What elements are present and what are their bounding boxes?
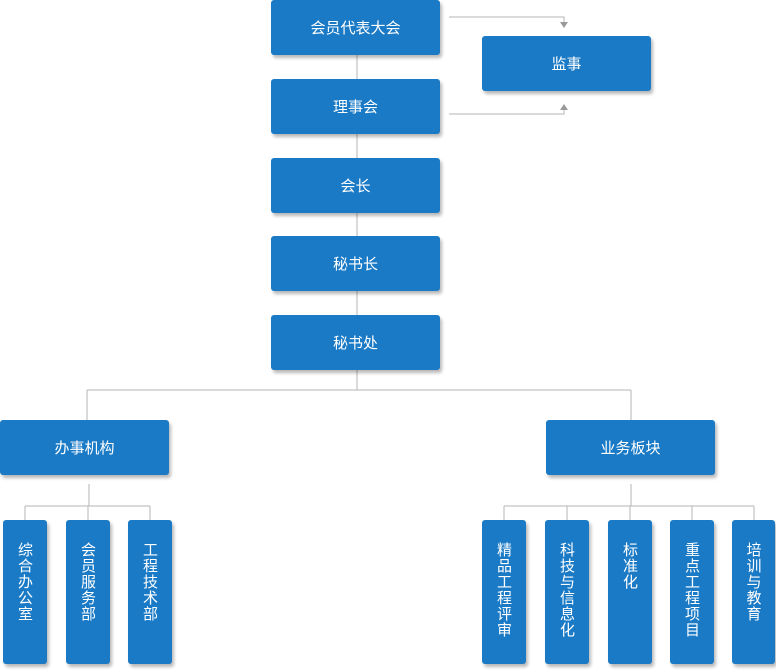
arrowhead-up-icon — [560, 104, 568, 110]
node-office-unit-label: 工程技术部 — [141, 542, 159, 622]
node-office-unit: 工程技术部 — [128, 520, 172, 664]
node-supervisor-label: 监事 — [551, 55, 582, 73]
node-congress: 会员代表大会 — [271, 0, 440, 55]
node-business-unit-label: 标准化 — [621, 542, 639, 590]
node-business-unit: 精品工程评审 — [482, 520, 526, 664]
node-office-unit: 综合办公室 — [3, 520, 47, 664]
node-office-unit-label: 会员服务部 — [79, 542, 97, 622]
node-business-branch-label: 业务板块 — [600, 439, 661, 457]
node-secretary-general-label: 秘书长 — [332, 255, 378, 273]
node-business-unit: 标准化 — [608, 520, 652, 664]
node-business-branch: 业务板块 — [546, 420, 715, 475]
node-business-unit-label: 重点工程项目 — [683, 542, 701, 638]
node-congress-label: 会员代表大会 — [310, 19, 401, 37]
node-secretary-general: 秘书长 — [271, 236, 440, 291]
node-business-unit: 培训与教育 — [732, 520, 775, 664]
node-president: 会长 — [271, 158, 440, 213]
node-business-unit: 科技与信息化 — [545, 520, 589, 664]
node-secretariat: 秘书处 — [271, 315, 440, 370]
node-office-unit-label: 综合办公室 — [16, 542, 34, 622]
node-office-unit: 会员服务部 — [66, 520, 110, 664]
arrowhead-down-icon — [560, 22, 568, 28]
node-business-unit: 重点工程项目 — [670, 520, 714, 664]
node-council-label: 理事会 — [332, 98, 378, 116]
node-business-unit-label: 科技与信息化 — [558, 542, 576, 638]
node-council: 理事会 — [271, 79, 440, 134]
node-office-branch: 办事机构 — [0, 420, 169, 475]
connector-congress-supervisor — [449, 16, 565, 25]
node-office-branch-label: 办事机构 — [54, 439, 115, 457]
node-business-unit-label: 精品工程评审 — [495, 542, 513, 638]
node-president-label: 会长 — [340, 177, 371, 195]
node-business-unit-label: 培训与教育 — [744, 542, 763, 622]
node-supervisor: 监事 — [482, 36, 651, 91]
node-secretariat-label: 秘书处 — [332, 334, 378, 352]
connector-council-supervisor — [449, 106, 565, 115]
